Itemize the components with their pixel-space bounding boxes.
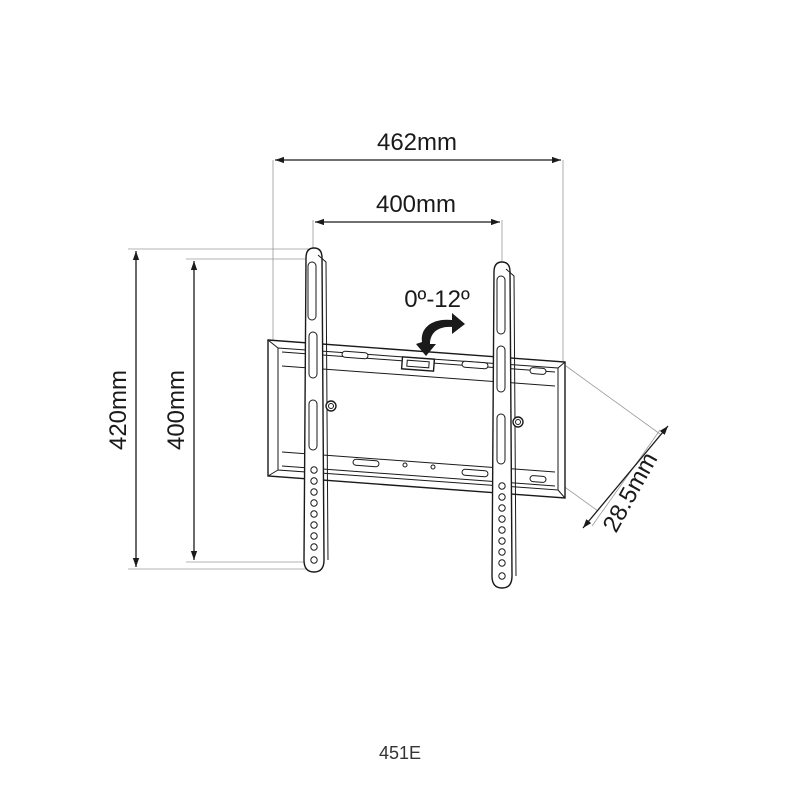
dimension-lines [132, 156, 669, 567]
left-arm-holes [310, 466, 318, 564]
model-number: 451E [378, 743, 422, 763]
right-arm-holes [498, 482, 506, 580]
hole-height-label: 400mm [163, 370, 190, 450]
tilt-arrow-icon [416, 313, 465, 356]
depth-label: 28.5mm [598, 448, 664, 537]
overall-height-label: 420mm [105, 370, 132, 450]
depth-line [582, 425, 669, 529]
hole-width-label: 400mm [376, 191, 456, 218]
left-tv-arm [303, 247, 337, 573]
tilt-range-label: 0º-12º [404, 286, 470, 313]
right-tv-arm [491, 261, 524, 589]
overall-width-label: 462mm [377, 129, 457, 156]
